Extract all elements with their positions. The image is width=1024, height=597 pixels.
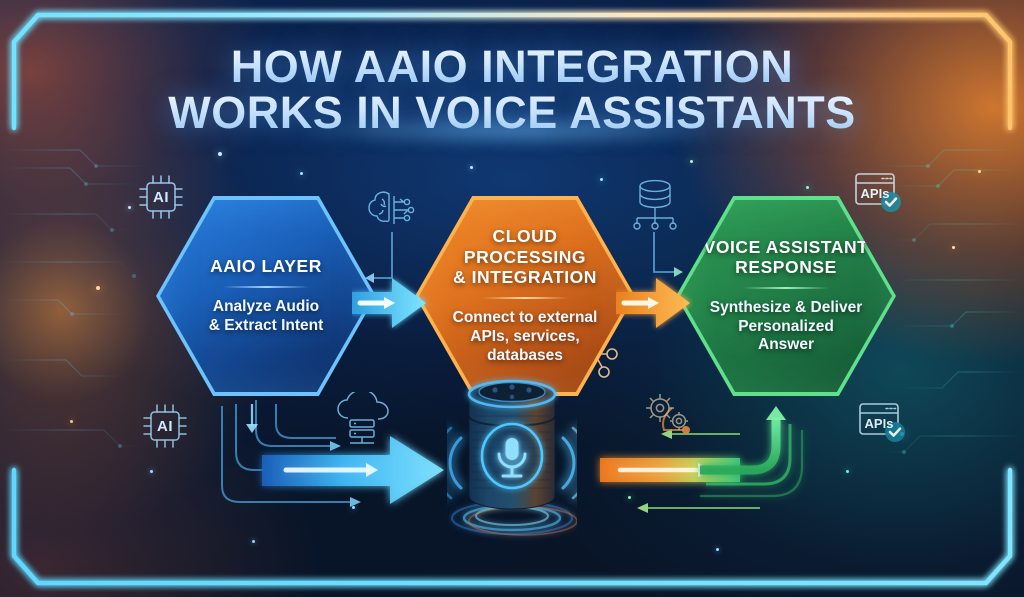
stage-divider xyxy=(223,285,309,288)
stage-title-line-2: RESPONSE xyxy=(735,257,837,278)
smart-speaker[interactable] xyxy=(447,358,577,543)
stage-subtitle-line-1: Analyze Audio xyxy=(212,297,320,315)
title-line-1: HOW AAIO INTEGRATION xyxy=(0,43,1024,90)
stage-subtitle-line-1: Connect to external xyxy=(452,308,598,326)
stage-title-line-2: & INTEGRATION xyxy=(453,267,597,288)
title-line-2: WORKS IN VOICE ASSISTANTS xyxy=(0,89,1024,136)
stage-subtitle-line-2: & Extract Intent xyxy=(208,316,324,334)
stage-subtitle-line-3: databases xyxy=(487,346,563,364)
arrow-stage2-to-stage3 xyxy=(616,278,690,328)
stage-title-line-1: VOICE ASSISTANT xyxy=(703,236,869,257)
badge-apis-bottom: APIs xyxy=(852,396,914,452)
stage-subtitle-line-3: Answer xyxy=(758,336,814,354)
stage-title: AAIO LAYER xyxy=(210,256,322,277)
stage-divider xyxy=(743,286,829,289)
apis-badge-label: APIs xyxy=(860,186,890,201)
chip-ai-chip-bottom: AI xyxy=(137,398,193,454)
stage-card-content: AAIO LAYER Analyze Audio & Extract Inten… xyxy=(156,256,376,335)
stage-subtitle-line-2: APIs, services, xyxy=(470,327,580,345)
arrow-stage1-to-stage2 xyxy=(352,278,426,328)
badge-apis-top: APIs xyxy=(848,166,910,222)
infographic-title: HOW AAIO INTEGRATION WORKS IN VOICE ASSI… xyxy=(0,43,1024,137)
brain-circuit-icon xyxy=(368,191,415,224)
ai-chip-label: AI xyxy=(153,188,169,206)
stage-subtitle-line-1: Synthesize & Deliver xyxy=(709,298,863,316)
stage-card-aaio-layer[interactable]: AAIO LAYER Analyze Audio & Extract Inten… xyxy=(156,196,376,396)
cloud-server-icon xyxy=(337,392,389,444)
stage-card-content: VOICE ASSISTANT RESPONSE Synthesize & De… xyxy=(676,237,896,356)
stage-subtitle-line-2: Personalized xyxy=(738,317,834,335)
ai-chip-label: AI xyxy=(157,417,173,435)
chip-ai-chip-top: AI xyxy=(133,169,189,225)
apis-badge-label: APIs xyxy=(864,416,894,431)
gear-cluster-icon xyxy=(646,394,688,430)
stage-card-content: CLOUD PROCESSING & INTEGRATION Connect t… xyxy=(415,226,635,365)
database-network-icon xyxy=(633,179,677,230)
stage-title-line-1: CLOUD PROCESSING xyxy=(463,226,587,267)
stage-card-voice-assistant-response[interactable]: VOICE ASSISTANT RESPONSE Synthesize & De… xyxy=(676,196,896,396)
stage-divider xyxy=(482,296,568,299)
